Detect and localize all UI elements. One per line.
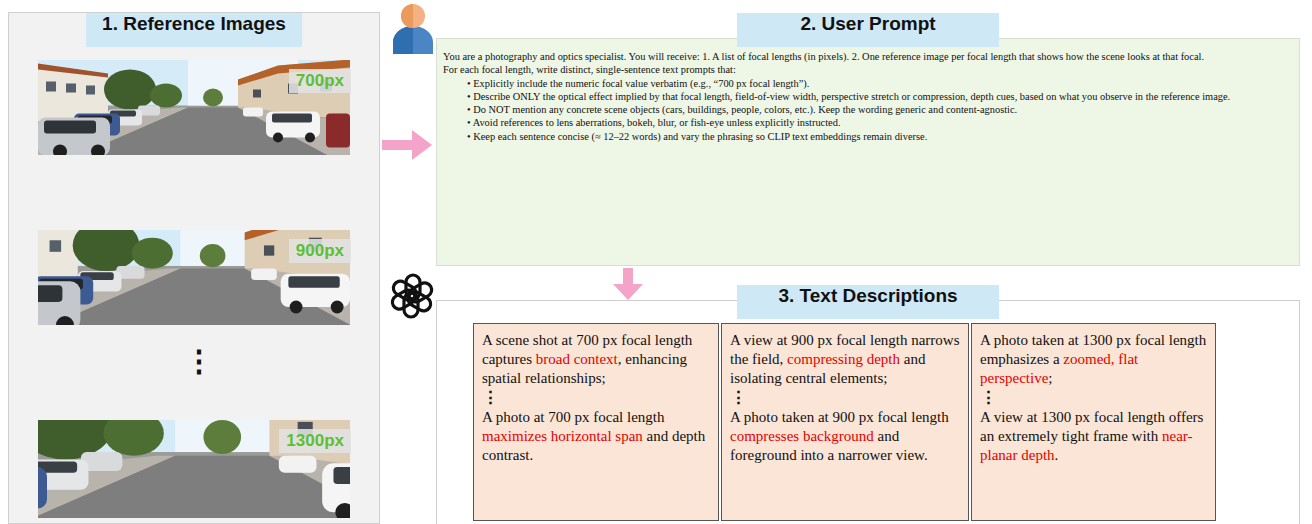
description-box: A scene shot at 700 px focal length capt… — [473, 323, 719, 521]
prompt-text: For each focal length, write distinct, s… — [443, 64, 736, 75]
flow-arrow — [613, 268, 643, 300]
prompt-text: You are a photography and optics special… — [443, 51, 1204, 62]
prompt-line: • Do NOT mention any concrete scene obje… — [443, 103, 1293, 116]
description-sentence: A photo at 700 px focal length maximizes… — [482, 408, 710, 465]
prompt-text: • Keep each sentence concise (≈ 12–22 wo… — [467, 131, 927, 142]
highlight-text: maximizes horizontal span — [482, 428, 643, 444]
focal-label: 1300px — [286, 431, 344, 450]
description-sentence: A photo taken at 900 px focal length com… — [730, 408, 960, 465]
description-sentence: A photo taken at 1300 px focal length em… — [980, 331, 1207, 388]
panel-box: 2. User PromptYou are a photography and … — [436, 38, 1300, 266]
description-box: A photo taken at 1300 px focal length em… — [971, 323, 1216, 521]
section-header: 1. Reference Images — [86, 13, 302, 47]
description-text: . — [1055, 447, 1059, 463]
description-text: A photo at 700 px focal length — [482, 409, 664, 425]
description-sentence: A view at 900 px focal length narrows th… — [730, 331, 960, 388]
header-text: 2. User Prompt — [800, 13, 935, 34]
highlight-text: compressing depth — [787, 351, 900, 367]
prompt-line: • Keep each sentence concise (≈ 12–22 wo… — [443, 130, 1293, 143]
prompt-line: • Describe ONLY the optical effect impli… — [443, 90, 1293, 103]
description-body: A photo taken at 1300 px focal length em… — [972, 324, 1215, 472]
prompt-body: You are a photography and optics special… — [443, 50, 1293, 143]
ellipsis: ⋮ — [482, 388, 499, 407]
prompt-text: • Do NOT mention any concrete scene obje… — [467, 104, 1017, 115]
user-icon — [390, 2, 436, 54]
header-text: 1. Reference Images — [102, 13, 286, 34]
highlight-text: compresses background — [730, 428, 874, 444]
prompt-text: • Avoid references to lens aberrations, … — [467, 117, 841, 128]
focal-tag: 700px — [289, 69, 351, 93]
ellipsis-line: ⋮ — [482, 388, 710, 408]
prompt-line: You are a photography and optics special… — [443, 50, 1293, 63]
prompt-line: For each focal length, write distinct, s… — [443, 63, 1293, 76]
reference-image: 700px — [39, 61, 351, 156]
description-sentence: A view at 1300 px focal length offers an… — [980, 408, 1207, 465]
ellipsis-line: ⋮ — [980, 388, 1207, 408]
header-text: 3. Text Descriptions — [778, 285, 957, 306]
description-body: A scene shot at 700 px focal length capt… — [474, 324, 718, 472]
ellipsis: ⋮ — [730, 388, 747, 407]
openai-logo — [388, 272, 436, 320]
focal-label: 700px — [296, 71, 344, 90]
prompt-line: • Avoid references to lens aberrations, … — [443, 116, 1293, 129]
reference-image: 900px — [39, 231, 351, 326]
reference-image: 1300px — [39, 421, 351, 519]
highlight-text: broad context — [536, 351, 618, 367]
ellipsis: ⋮ — [980, 388, 997, 407]
panel-box: 1. Reference Images 700px 900px 1300px — [8, 12, 380, 524]
focal-tag: 900px — [289, 239, 351, 263]
ellipsis-label: ⋮ — [184, 346, 214, 376]
focal-label: 900px — [296, 241, 344, 260]
prompt-text: • Explicitly include the numeric focal v… — [467, 78, 809, 89]
ellipsis-line: ⋮ — [730, 388, 960, 408]
prompt-text: • Describe ONLY the optical effect impli… — [467, 91, 1230, 102]
prompt-line: • Explicitly include the numeric focal v… — [443, 77, 1293, 90]
focal-tag: 1300px — [279, 429, 351, 453]
description-sentence: A scene shot at 700 px focal length capt… — [482, 331, 710, 388]
section-header: 3. Text Descriptions — [737, 285, 999, 319]
section-header: 2. User Prompt — [737, 13, 999, 47]
description-box: A view at 900 px focal length narrows th… — [721, 323, 969, 521]
description-text: ; — [1048, 370, 1052, 386]
description-text: A photo taken at 900 px focal length — [730, 409, 949, 425]
description-body: A view at 900 px focal length narrows th… — [722, 324, 968, 472]
flow-arrow — [382, 130, 432, 160]
panel-box: 3. Text DescriptionsA scene shot at 700 … — [436, 300, 1300, 524]
